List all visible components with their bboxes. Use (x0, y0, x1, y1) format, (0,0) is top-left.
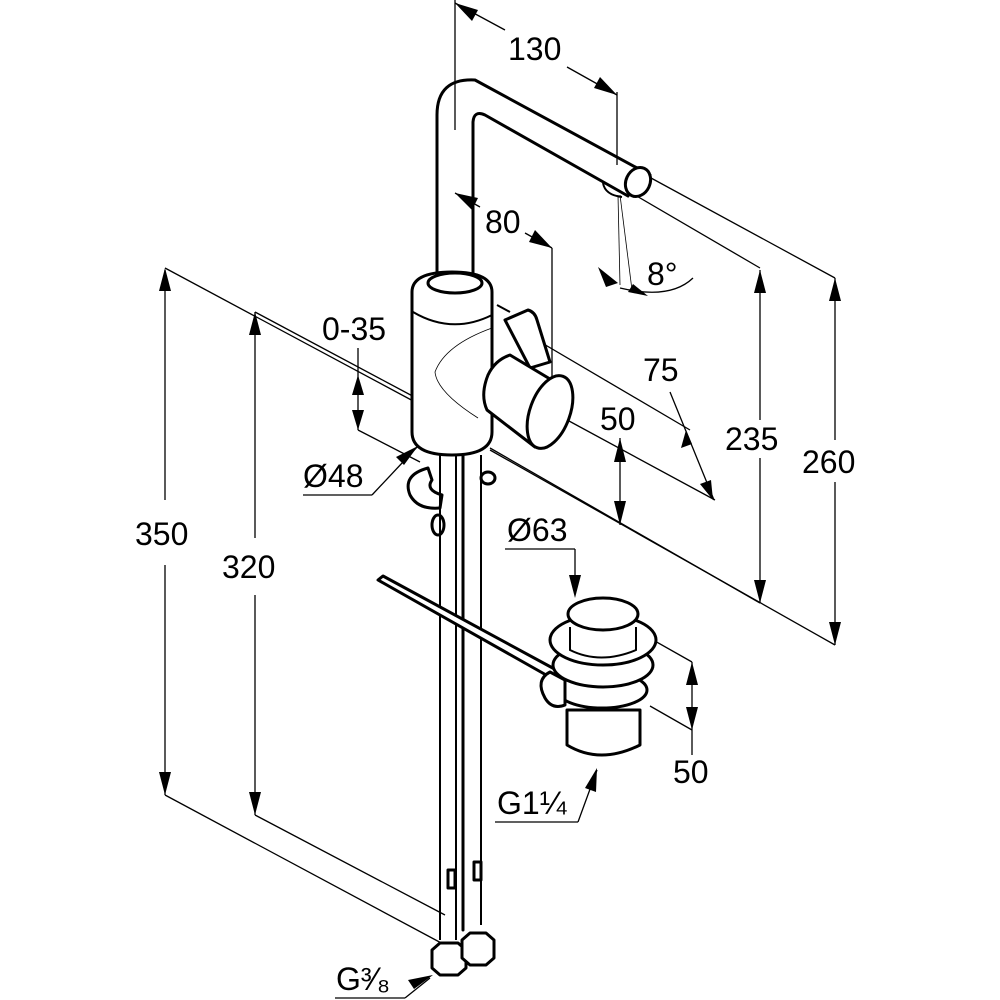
ext-line-350-top (164, 267, 431, 411)
arrow-235-bottom (754, 580, 766, 603)
waste-cage (569, 627, 637, 659)
label-total-height-with-hoses: 350 (135, 516, 188, 552)
angle-line-vertical (617, 194, 621, 286)
hose-nut-left (430, 941, 468, 977)
fixing-stud (479, 470, 497, 486)
ext-line-320-top (254, 311, 421, 401)
ext-line-260-top (639, 171, 836, 279)
label-waste-thread: G1¼ (497, 785, 568, 821)
arrow-48 (396, 446, 418, 465)
label-spout-angle: 8° (647, 256, 678, 292)
dimension-lines (159, 0, 841, 999)
arrow-50-top (614, 438, 626, 462)
arrow-80-right (529, 230, 552, 248)
arrow-350-top (159, 268, 171, 291)
hose-crimp-right (472, 860, 483, 882)
handle-end-cap (525, 374, 575, 450)
angle-line-tilted (619, 194, 633, 291)
pop-up-waste (539, 596, 658, 757)
arrow-130-left (455, 3, 478, 21)
label-deck-thickness: 0-35 (322, 311, 386, 347)
deck-line-260 (489, 449, 836, 646)
arrow-50-waste-bottom (686, 707, 698, 730)
label-spout-outlet-height: 235 (725, 421, 778, 457)
arrow-0-35-bottom (352, 410, 364, 430)
label-total-height: 260 (802, 444, 855, 480)
label-handle-offset: 80 (485, 204, 521, 240)
pop-up-rod (376, 574, 562, 682)
arrow-50-waste-top (686, 662, 698, 685)
dimension-labels: 130 80 8° 235 260 350 320 0-35 Ø48 75 50… (135, 31, 855, 997)
handle-pin (496, 304, 511, 313)
fixing-clamp (406, 466, 444, 510)
hose-crimp-left (446, 868, 457, 890)
arrow-63 (569, 575, 581, 598)
arrow-260-bottom (829, 622, 841, 645)
arrow-260-top (829, 278, 841, 301)
spout-base (426, 271, 484, 295)
ext-line-350-bottom (164, 794, 446, 946)
waste-tailpiece (565, 708, 642, 757)
spout (435, 78, 652, 277)
arrow-320-top (249, 312, 261, 335)
body-cutout (434, 327, 493, 419)
arrow-75-bottom (700, 480, 713, 500)
lever-handle (503, 308, 552, 370)
arrow-0-35-top (352, 375, 364, 395)
arrow-g114 (585, 768, 597, 792)
ext-line-75-top (524, 332, 691, 431)
arrow-320-bottom (249, 792, 261, 815)
body-ring (412, 311, 493, 326)
angle-arc (619, 277, 694, 293)
faucet (376, 78, 658, 977)
hose-nut-right (460, 931, 496, 967)
arrow-angle-left (598, 267, 618, 287)
label-body-diameter: Ø48 (303, 458, 363, 494)
waste-plug (566, 596, 640, 632)
arrow-g38 (408, 975, 433, 989)
arrow-235-top (754, 270, 766, 293)
spout-outlet (623, 165, 653, 199)
label-waste-height: 50 (673, 754, 709, 790)
ext-line-75-bottom (544, 407, 716, 501)
arrow-75-top (681, 430, 692, 448)
label-handle-height: 50 (600, 401, 636, 437)
label-spout-reach: 130 (508, 31, 561, 67)
label-handle-reach: 75 (643, 352, 679, 388)
fixing-nut (430, 513, 446, 537)
arrow-130-right (594, 77, 617, 95)
waste-rod-connector (539, 670, 567, 708)
ext-line-235-top (634, 194, 761, 269)
ext-line-320-bottom (254, 814, 446, 916)
mixer-body (410, 270, 494, 457)
leader-g38-diagonal (404, 977, 431, 999)
label-hose-length: 320 (222, 549, 275, 585)
aerator (602, 182, 623, 198)
arrow-50-bottom (614, 501, 626, 525)
ext-line-50-waste-bottom (649, 705, 693, 731)
arrow-angle-right (628, 284, 648, 296)
label-waste-diameter: Ø63 (507, 512, 567, 548)
arrow-350-bottom (159, 772, 171, 795)
supply-hoses (439, 453, 483, 940)
arrow-80-left (455, 193, 478, 210)
label-hose-thread: G³⁄₈ (336, 961, 390, 997)
